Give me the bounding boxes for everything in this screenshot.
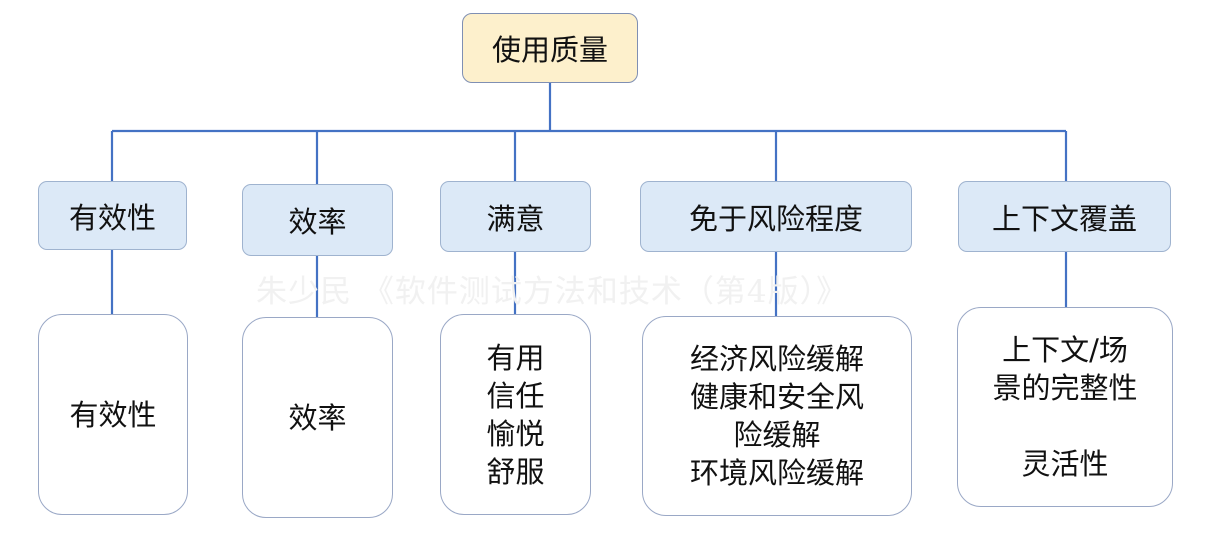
category-node-satisfaction: 满意 [440, 181, 591, 252]
detail-line: 环境风险缓解 [689, 456, 864, 490]
detail-line: 信任 [486, 378, 545, 413]
detail-line: 有效性 [69, 397, 157, 432]
detail-line: 经济风险缓解 [689, 342, 864, 376]
detail-line: 健康和安全风 [689, 380, 864, 414]
detail-node-satisfaction: 有用 信任 愉悦 舒服 [440, 314, 591, 515]
detail-line: 愉悦 [486, 416, 545, 451]
detail-node-freedom-from-risk: 经济风险缓解 健康和安全风 险缓解 环境风险缓解 [642, 316, 912, 516]
detail-line: 效率 [288, 400, 347, 435]
category-node-context-coverage: 上下文覆盖 [958, 181, 1171, 252]
detail-node-effectiveness: 有效性 [38, 314, 188, 515]
root-node: 使用质量 [462, 13, 638, 83]
watermark: 朱少民 《软件测试方法和技术（第4版）》 [256, 274, 849, 310]
detail-line: 险缓解 [733, 418, 821, 452]
detail-line: 有用 [486, 340, 545, 375]
detail-node-efficiency: 效率 [242, 317, 393, 518]
category-node-efficiency: 效率 [242, 184, 393, 256]
detail-line: 灵活性 [1021, 447, 1109, 481]
detail-line: 景的完整性 [992, 371, 1138, 405]
category-node-effectiveness: 有效性 [38, 181, 187, 250]
detail-line: 上下文/场 [1002, 333, 1128, 367]
detail-node-context-coverage: 上下文/场 景的完整性 灵活性 [957, 307, 1173, 507]
detail-line: 舒服 [486, 454, 545, 489]
category-node-freedom-from-risk: 免于风险程度 [640, 181, 912, 252]
